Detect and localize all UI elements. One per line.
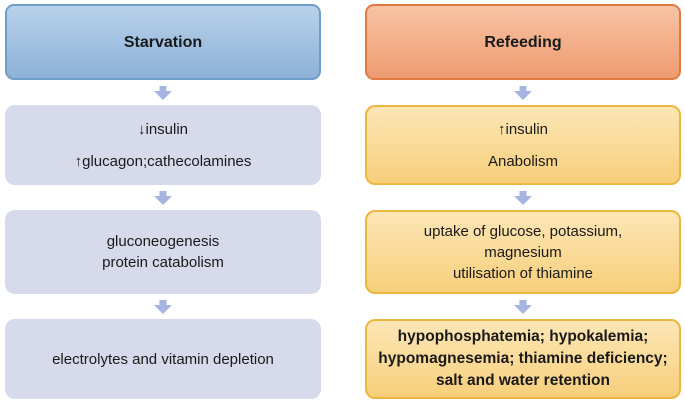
refeeding-header-box: Refeeding xyxy=(365,4,681,80)
box-line: hypophosphatemia; hypokalemia; xyxy=(397,328,649,345)
starvation-metabolism-box: gluconeogenesis protein catabolism xyxy=(5,210,321,294)
down-arrow-icon xyxy=(5,185,321,210)
down-arrow-icon xyxy=(365,185,681,210)
down-arrow-icon xyxy=(5,294,321,319)
refeeding-header-label: Refeeding xyxy=(484,33,562,51)
down-arrow-icon xyxy=(5,80,321,105)
box-line: ↓insulin xyxy=(137,120,189,138)
box-line: hypomagnesemia; thiamine deficiency; xyxy=(378,350,668,367)
refeeding-uptake-box: uptake of glucose, potassium, magnesium … xyxy=(365,210,681,294)
box-line: protein catabolism xyxy=(102,254,224,271)
starvation-depletion-box: electrolytes and vitamin depletion xyxy=(5,319,321,399)
box-line: Anabolism xyxy=(487,152,559,170)
box-line: uptake of glucose, potassium, xyxy=(423,222,623,240)
box-line: electrolytes and vitamin depletion xyxy=(52,350,274,368)
box-line: utilisation of thiamine xyxy=(452,264,594,282)
down-arrow-icon xyxy=(365,294,681,319)
box-line: ↑insulin xyxy=(497,120,549,138)
starvation-hormones-box: ↓insulin ↑glucagon;cathecolamines xyxy=(5,105,321,185)
refeeding-hormones-box: ↑insulin Anabolism xyxy=(365,105,681,185)
refeeding-syndrome-outcomes-box: hypophosphatemia; hypokalemia; hypomagne… xyxy=(365,319,681,399)
refeeding-column: Refeeding ↑insulin Anabolism uptake of g… xyxy=(365,4,681,399)
starvation-header-box: Starvation xyxy=(5,4,321,80)
starvation-column: Starvation ↓insulin ↑glucagon;cathecolam… xyxy=(5,4,321,399)
box-line: magnesium xyxy=(484,243,562,261)
starvation-header-label: Starvation xyxy=(123,33,203,51)
down-arrow-icon xyxy=(365,80,681,105)
box-line: ↑glucagon;cathecolamines xyxy=(74,152,252,170)
box-line: gluconeogenesis xyxy=(106,233,220,250)
box-line: salt and water retention xyxy=(436,372,610,389)
